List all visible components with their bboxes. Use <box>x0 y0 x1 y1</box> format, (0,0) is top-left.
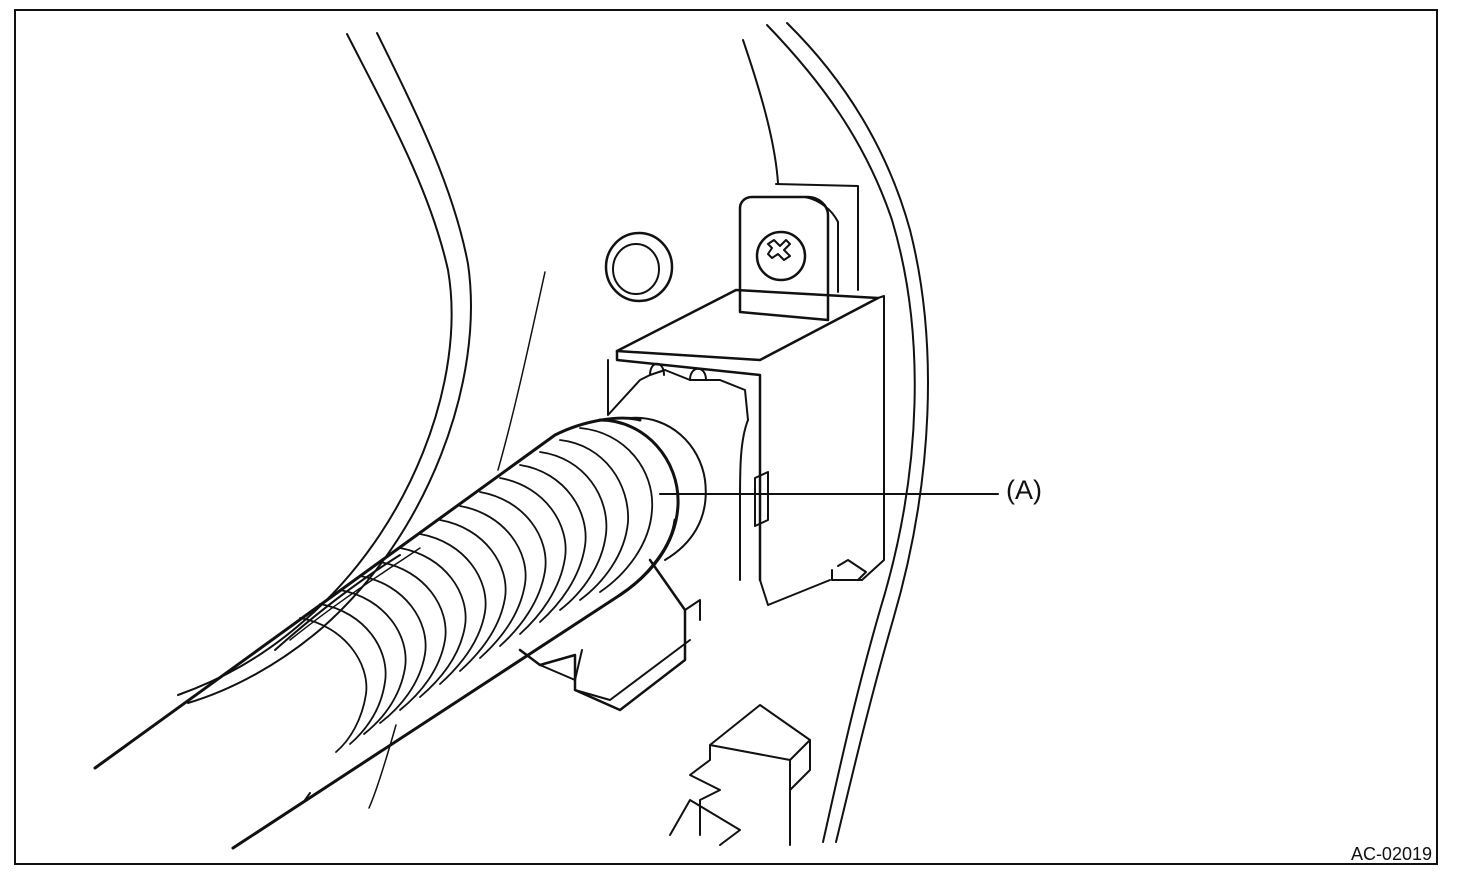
callout-label-a: (A) <box>1006 475 1042 505</box>
figure-frame <box>14 9 1438 865</box>
lock-clip <box>518 558 701 712</box>
body-panel-outline <box>177 32 546 809</box>
phillips-screw-icon <box>755 230 807 282</box>
harness-tube <box>93 416 707 850</box>
connector-body <box>607 288 885 606</box>
mounting-bracket <box>738 183 859 322</box>
trim-panel-outline <box>742 22 929 843</box>
lower-bracket <box>669 704 811 846</box>
figure-code: AC-02019 <box>1350 844 1432 864</box>
grommet <box>604 231 674 303</box>
